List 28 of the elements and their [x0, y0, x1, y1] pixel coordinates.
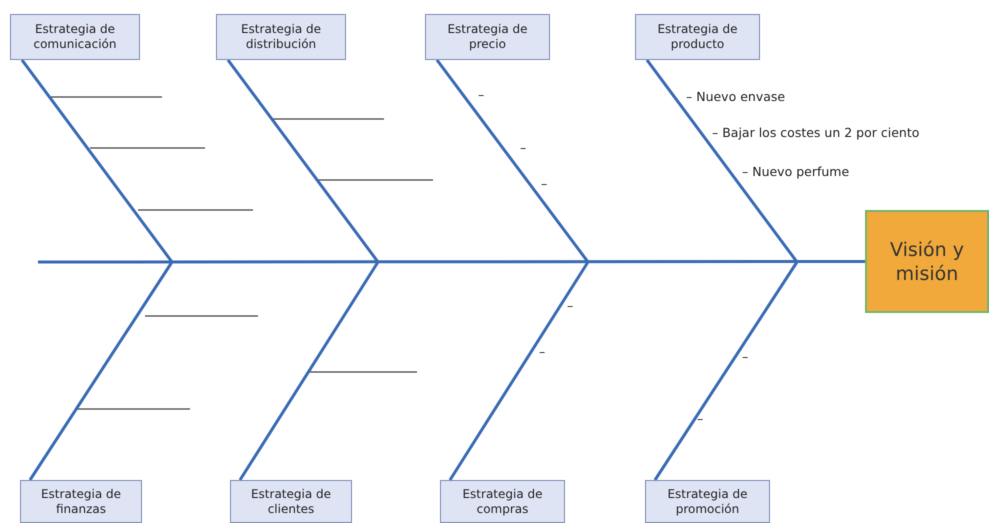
- bone-line: [28, 261, 174, 481]
- category-box: Estrategia de compras: [440, 480, 565, 523]
- bone-line: [226, 59, 380, 263]
- category-box: Estrategia de precio: [425, 14, 550, 60]
- cause-item: –: [478, 87, 484, 102]
- cause-item: –: [539, 344, 546, 359]
- bone-line: [238, 261, 380, 481]
- bone-line: [646, 59, 798, 263]
- category-box: Estrategia de clientes: [230, 480, 352, 523]
- category-box: Estrategia de finanzas: [20, 480, 142, 523]
- bone-line: [654, 261, 798, 481]
- effect-box: Visión y misión: [865, 210, 989, 313]
- category-box: Estrategia de distribución: [216, 14, 346, 60]
- cause-item: –: [742, 349, 748, 364]
- cause-item: – Bajar los costes un 2 por ciento: [712, 125, 920, 140]
- cause-item: –: [697, 411, 704, 426]
- spine-line: [38, 260, 865, 264]
- cause-item: –: [520, 140, 526, 155]
- cause-item: –: [567, 298, 574, 313]
- category-box: Estrategia de producto: [635, 14, 760, 60]
- bone-line: [20, 59, 174, 263]
- category-box: Estrategia de comunicación: [10, 14, 140, 60]
- bone-line: [436, 59, 590, 263]
- cause-item: –: [541, 176, 548, 191]
- cause-item: – Nuevo envase: [686, 89, 786, 104]
- category-box: Estrategia de promoción: [645, 480, 770, 523]
- bone-line: [448, 261, 590, 481]
- cause-item: – Nuevo perfume: [742, 164, 850, 179]
